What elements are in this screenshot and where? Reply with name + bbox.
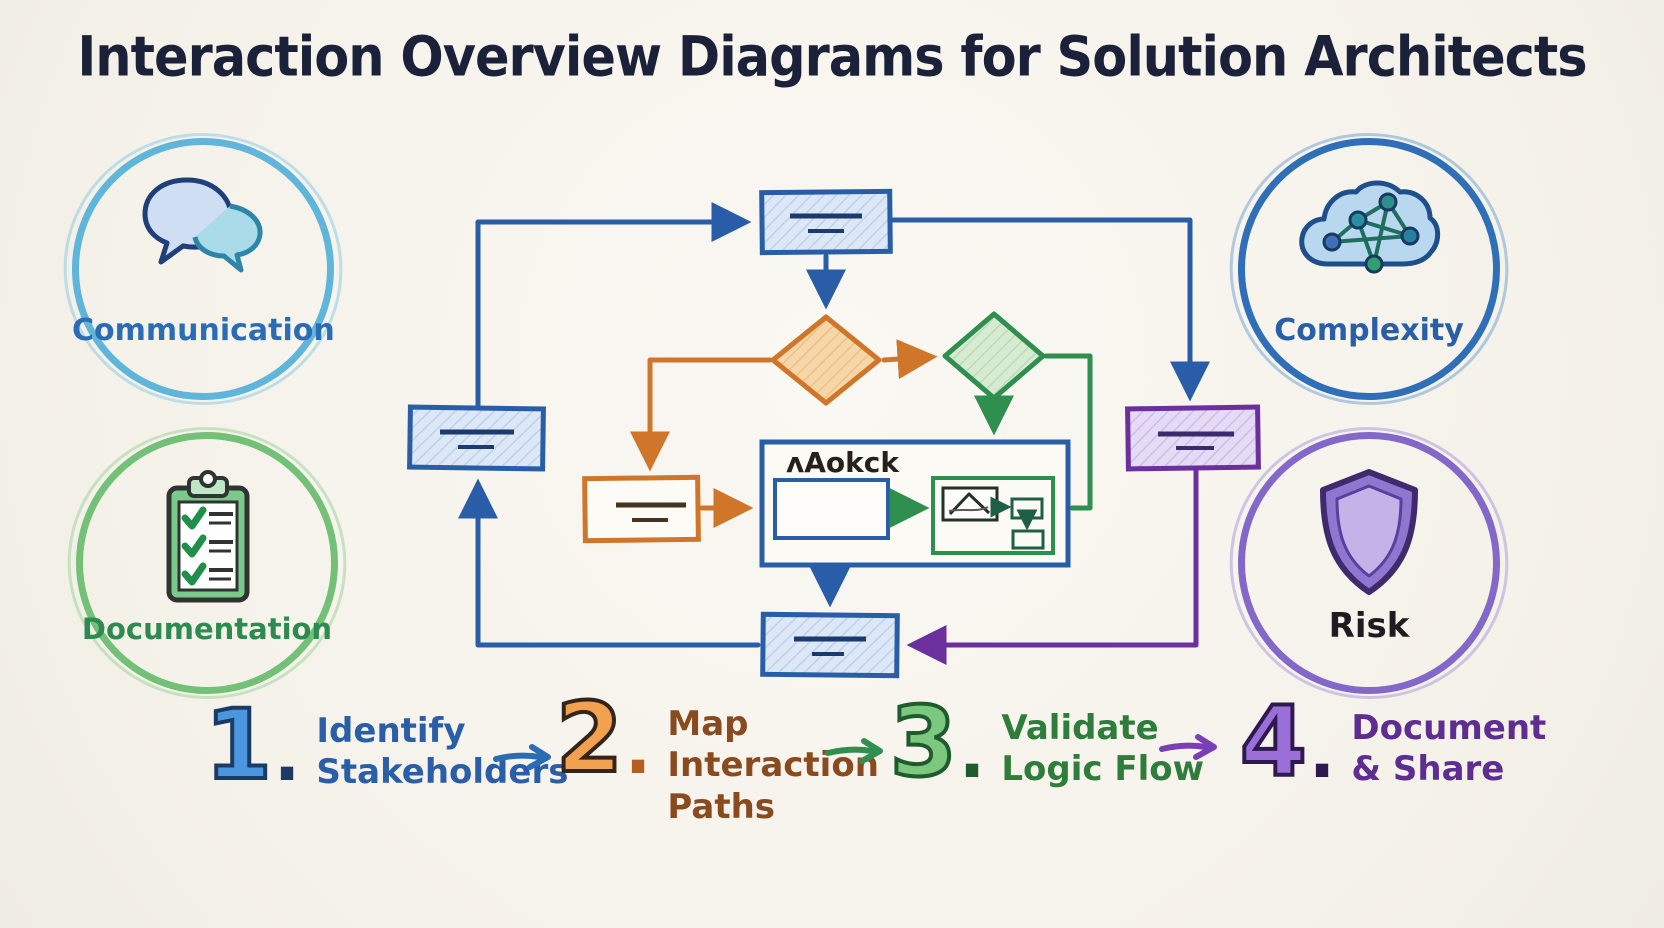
mini-chart-rect: [941, 486, 999, 522]
mini-chart-baseline: [948, 506, 989, 512]
badge-communication: Communication: [50, 119, 356, 419]
step-validate-logic-flow: 3 . Validate Logic Flow: [888, 686, 1205, 798]
step-label-line: Stakeholders: [316, 752, 569, 793]
edge-purple-rect-to-bottom-rect: [906, 467, 1199, 665]
mini-rect-2: [1011, 529, 1045, 550]
step-document-and-share: 4 . Document & Share: [1238, 686, 1547, 798]
mini-chart-line: [948, 492, 991, 516]
container-inner-rect: [773, 478, 890, 540]
badge-risk: Risk: [1216, 413, 1522, 713]
edge-decision1-to-decision2: [881, 339, 938, 380]
badge-label: Communication: [72, 313, 335, 348]
step-label-line: Identify: [316, 711, 466, 751]
node-left-rect: [407, 404, 546, 472]
edge-left-rect-to-top-rect: [475, 202, 752, 408]
badge-label: Complexity: [1274, 313, 1464, 348]
step-label-line: Logic Flow: [1001, 749, 1205, 790]
step-arrow-2-3-icon: [824, 736, 886, 770]
step-number: 2: [554, 682, 625, 794]
container-label: ʌAokck: [786, 446, 900, 479]
step-period: .: [273, 715, 301, 798]
edge-decision2-right-loop: [1043, 353, 1093, 511]
step-arrow-3-4-icon: [1158, 732, 1220, 766]
step-number: 3: [888, 686, 959, 798]
edge-bottom-rect-to-left-rect: [458, 478, 761, 648]
step-period: .: [624, 708, 652, 791]
node-purple-rect: [1125, 404, 1261, 472]
speech-bubbles-icon: [133, 172, 273, 286]
step-identify-stakeholders: 1 . Identify Stakeholders: [203, 689, 569, 801]
step-arrow-1-2-icon: [492, 742, 554, 776]
subprocess-box: [931, 476, 1055, 555]
cloud-network-icon: [1294, 172, 1444, 288]
step-label-line: Paths: [667, 786, 776, 827]
badge-complexity: Complexity: [1216, 119, 1522, 419]
badge-label: Risk: [1328, 606, 1410, 646]
edge-top-rect-to-purple-rect: [890, 217, 1210, 402]
step-map-interaction-paths: 2 . Map Interaction Paths: [554, 682, 879, 828]
clipboard-checklist-icon: [147, 466, 267, 620]
step-period: .: [958, 712, 986, 795]
step-label-line: Document: [1351, 708, 1547, 748]
step-number: 1: [203, 689, 274, 801]
node-orange-rect: [582, 474, 701, 544]
node-decision-1: [770, 314, 882, 406]
node-mock-container: ʌAokck: [759, 439, 1071, 568]
badge-label: Documentation: [81, 612, 333, 646]
step-period: .: [1308, 712, 1336, 795]
node-decision-2: [942, 311, 1046, 401]
edge-decision1-to-orange-rect: [630, 357, 773, 472]
step-number: 4: [1238, 686, 1309, 798]
step-label-line: & Share: [1351, 749, 1505, 790]
step-label-line: Map: [667, 704, 749, 744]
page-title: Interaction Overview Diagrams for Soluti…: [77, 25, 1587, 90]
shield-icon: [1311, 466, 1427, 608]
node-bottom-rect: [760, 611, 900, 679]
step-label-line: Validate: [1001, 708, 1159, 748]
node-top-rect: [759, 188, 893, 256]
badge-documentation: Documentation: [54, 413, 360, 713]
